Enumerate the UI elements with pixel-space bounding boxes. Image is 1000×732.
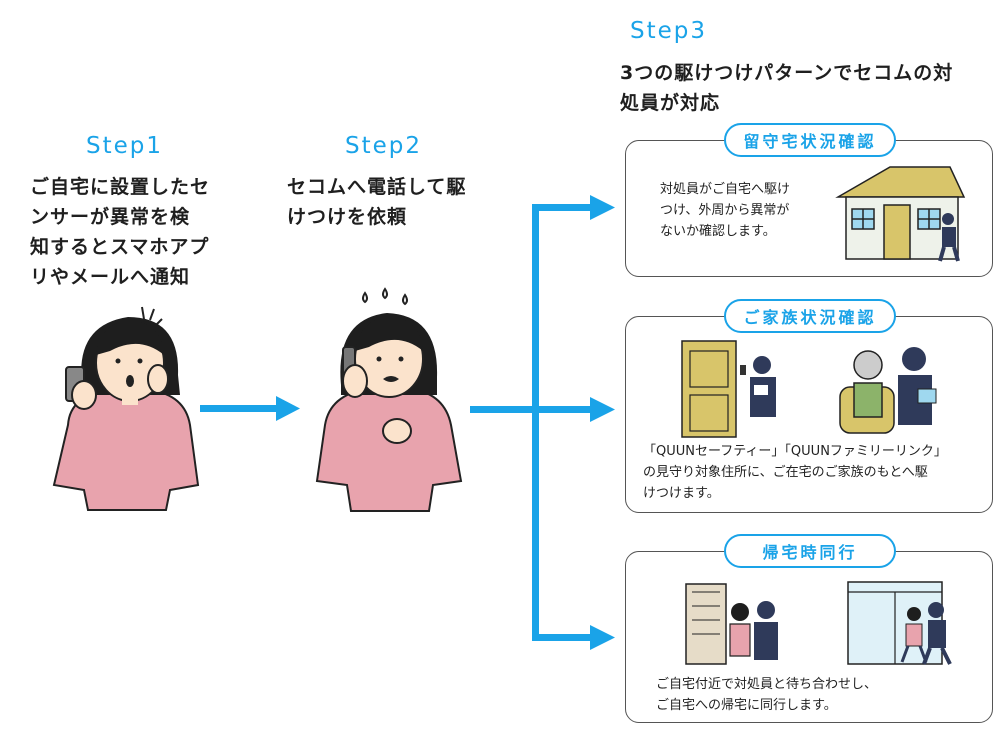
pattern-card-text: ご自宅付近で対処員と待ち合わせし、 ご自宅への帰宅に同行します。: [656, 674, 877, 716]
house-guard-illustration: [835, 166, 966, 262]
badge-vacant-home-check: 留守宅状況確認: [724, 123, 896, 157]
arrow-right-icon: [200, 396, 300, 421]
step3-description: 3つの駆けつけパターンでセコムの対 処員が対応: [620, 58, 953, 118]
step2-description: セコムへ電話して駆 けつけを依頼: [287, 172, 466, 232]
step3-title: Step3: [630, 18, 708, 44]
card-line: ご自宅付近で対処員と待ち合わせし、: [656, 677, 878, 692]
elderly-guard-illustration: [839, 347, 937, 434]
apartment-meet-illustration: [685, 583, 778, 665]
pattern-card-vacant-home: 対処員がご自宅へ駆け つけ、外周から異常が ないか確認します。: [625, 140, 993, 277]
woman-surprised-phone-illustration: [52, 306, 200, 511]
card-line: けつけます。: [643, 486, 720, 501]
step1-line: リやメールへ通知: [30, 266, 191, 288]
step2-line: けつけを依頼: [287, 206, 408, 228]
pattern-card-escort-home: ご自宅付近で対処員と待ち合わせし、 ご自宅への帰宅に同行します。: [625, 551, 993, 723]
step1-line: ご自宅に設置したセ: [30, 176, 211, 198]
badge-escort-home: 帰宅時同行: [724, 534, 896, 568]
step3-line: 3つの駆けつけパターンでセコムの対: [620, 62, 954, 84]
step1-title: Step1: [86, 133, 164, 159]
pattern-card-family-check: 「QUUNセーフティー」「QUUNファミリーリンク」 の見守り対象住所に、ご在宅…: [625, 316, 993, 513]
entrance-walk-illustration: [847, 581, 952, 665]
card-line: 「QUUNセーフティー」「QUUNファミリーリンク」: [643, 444, 947, 459]
step2-title: Step2: [345, 133, 423, 159]
badge-family-status-check: ご家族状況確認: [724, 299, 896, 333]
pattern-card-text: 対処員がご自宅へ駆け つけ、外周から異常が ないか確認します。: [660, 179, 790, 242]
woman-calling-illustration: [315, 287, 463, 512]
step1-description: ご自宅に設置したセ ンサーが異常を検 知するとスマホアプ リやメールへ通知: [30, 172, 210, 292]
card-line: ないか確認します。: [660, 224, 776, 239]
card-line: の見守り対象住所に、ご在宅のご家族のもとへ駆: [643, 465, 928, 480]
card-line: つけ、外周から異常が: [660, 203, 790, 218]
door-guard-illustration: [681, 340, 776, 438]
pattern-card-text: 「QUUNセーフティー」「QUUNファミリーリンク」 の見守り対象住所に、ご在宅…: [643, 441, 947, 504]
step2-line: セコムへ電話して駆: [287, 176, 467, 198]
card-line: 対処員がご自宅へ駆け: [660, 182, 791, 197]
branch-arrows: [470, 195, 615, 650]
step1-line: 知するとスマホアプ: [30, 236, 210, 258]
step1-line: ンサーが異常を検: [30, 206, 191, 228]
step3-line: 処員が対応: [620, 92, 721, 114]
card-line: ご自宅への帰宅に同行します。: [656, 698, 837, 713]
